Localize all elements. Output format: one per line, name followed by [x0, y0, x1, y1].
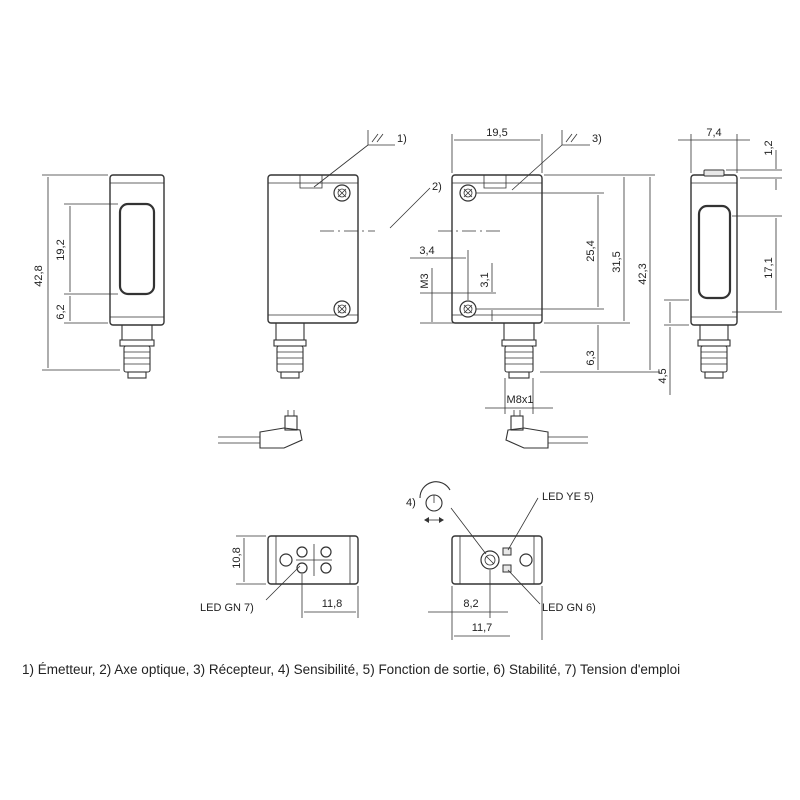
side-view-left: 42,8 19,2 6,2 — [33, 174, 303, 449]
optical-window-right — [697, 204, 732, 300]
dim-top-outer: 11,7 — [472, 622, 493, 634]
side-view-right: 7,4 1,2 17,1 4,5 — [657, 127, 782, 395]
label-led-gn-7: LED GN 7) — [200, 602, 254, 614]
dim-hole-x: 3,4 — [419, 245, 434, 257]
dim-thread-m3: M3 — [419, 273, 431, 288]
dim-connector-thread: M8x1 — [507, 394, 534, 406]
dim-right-top: 1,2 — [763, 140, 775, 155]
label-receiver-num: 3) — [592, 133, 602, 145]
dim-total-height: 42,3 — [637, 263, 649, 284]
emitter-view: 1) 2) — [267, 130, 588, 449]
label-sensitivity-num: 4) — [406, 497, 416, 509]
dim-right-bottom: 4,5 — [657, 368, 669, 383]
label-led-gn-6: LED GN 6) — [542, 602, 596, 614]
dim-connector-height: 6,3 — [585, 350, 597, 365]
dim-hole-y: 3,1 — [479, 272, 491, 287]
top-view-right: 8,2 11,7 4) LED YE 5) LED GN 6) — [406, 481, 596, 640]
dim-top-offset: 11,8 — [322, 598, 343, 610]
dim-top-inner: 8,2 — [463, 598, 478, 610]
sensitivity-dial-icon — [419, 481, 451, 499]
dim-right-width: 7,4 — [706, 127, 721, 139]
dim-front-width: 19,5 — [486, 127, 507, 139]
optical-window — [118, 202, 156, 296]
led-ye-indicator — [502, 547, 512, 556]
receiver-view: 3) 19,5 3,4 3,1 M3 25,4 31,5 42,3 6,3 — [410, 127, 660, 414]
dim-side-height: 42,8 — [33, 265, 45, 286]
dim-body-height: 31,5 — [611, 251, 623, 272]
dim-top-height: 10,8 — [231, 547, 243, 568]
label-emitter-num: 1) — [397, 133, 407, 145]
label-axis-num: 2) — [432, 181, 442, 193]
dim-side-window: 19,2 — [55, 239, 67, 260]
dim-side-lower: 6,2 — [55, 304, 67, 319]
dim-hole-spacing: 25,4 — [585, 240, 597, 261]
label-led-ye: LED YE 5) — [542, 491, 594, 503]
led-gn-indicator — [502, 564, 512, 573]
top-view-left: 10,8 11,8 LED GN 7) — [200, 535, 359, 618]
legend-text: 1) Émetteur, 2) Axe optique, 3) Récepteu… — [22, 662, 680, 677]
dim-right-window: 17,1 — [763, 257, 775, 278]
